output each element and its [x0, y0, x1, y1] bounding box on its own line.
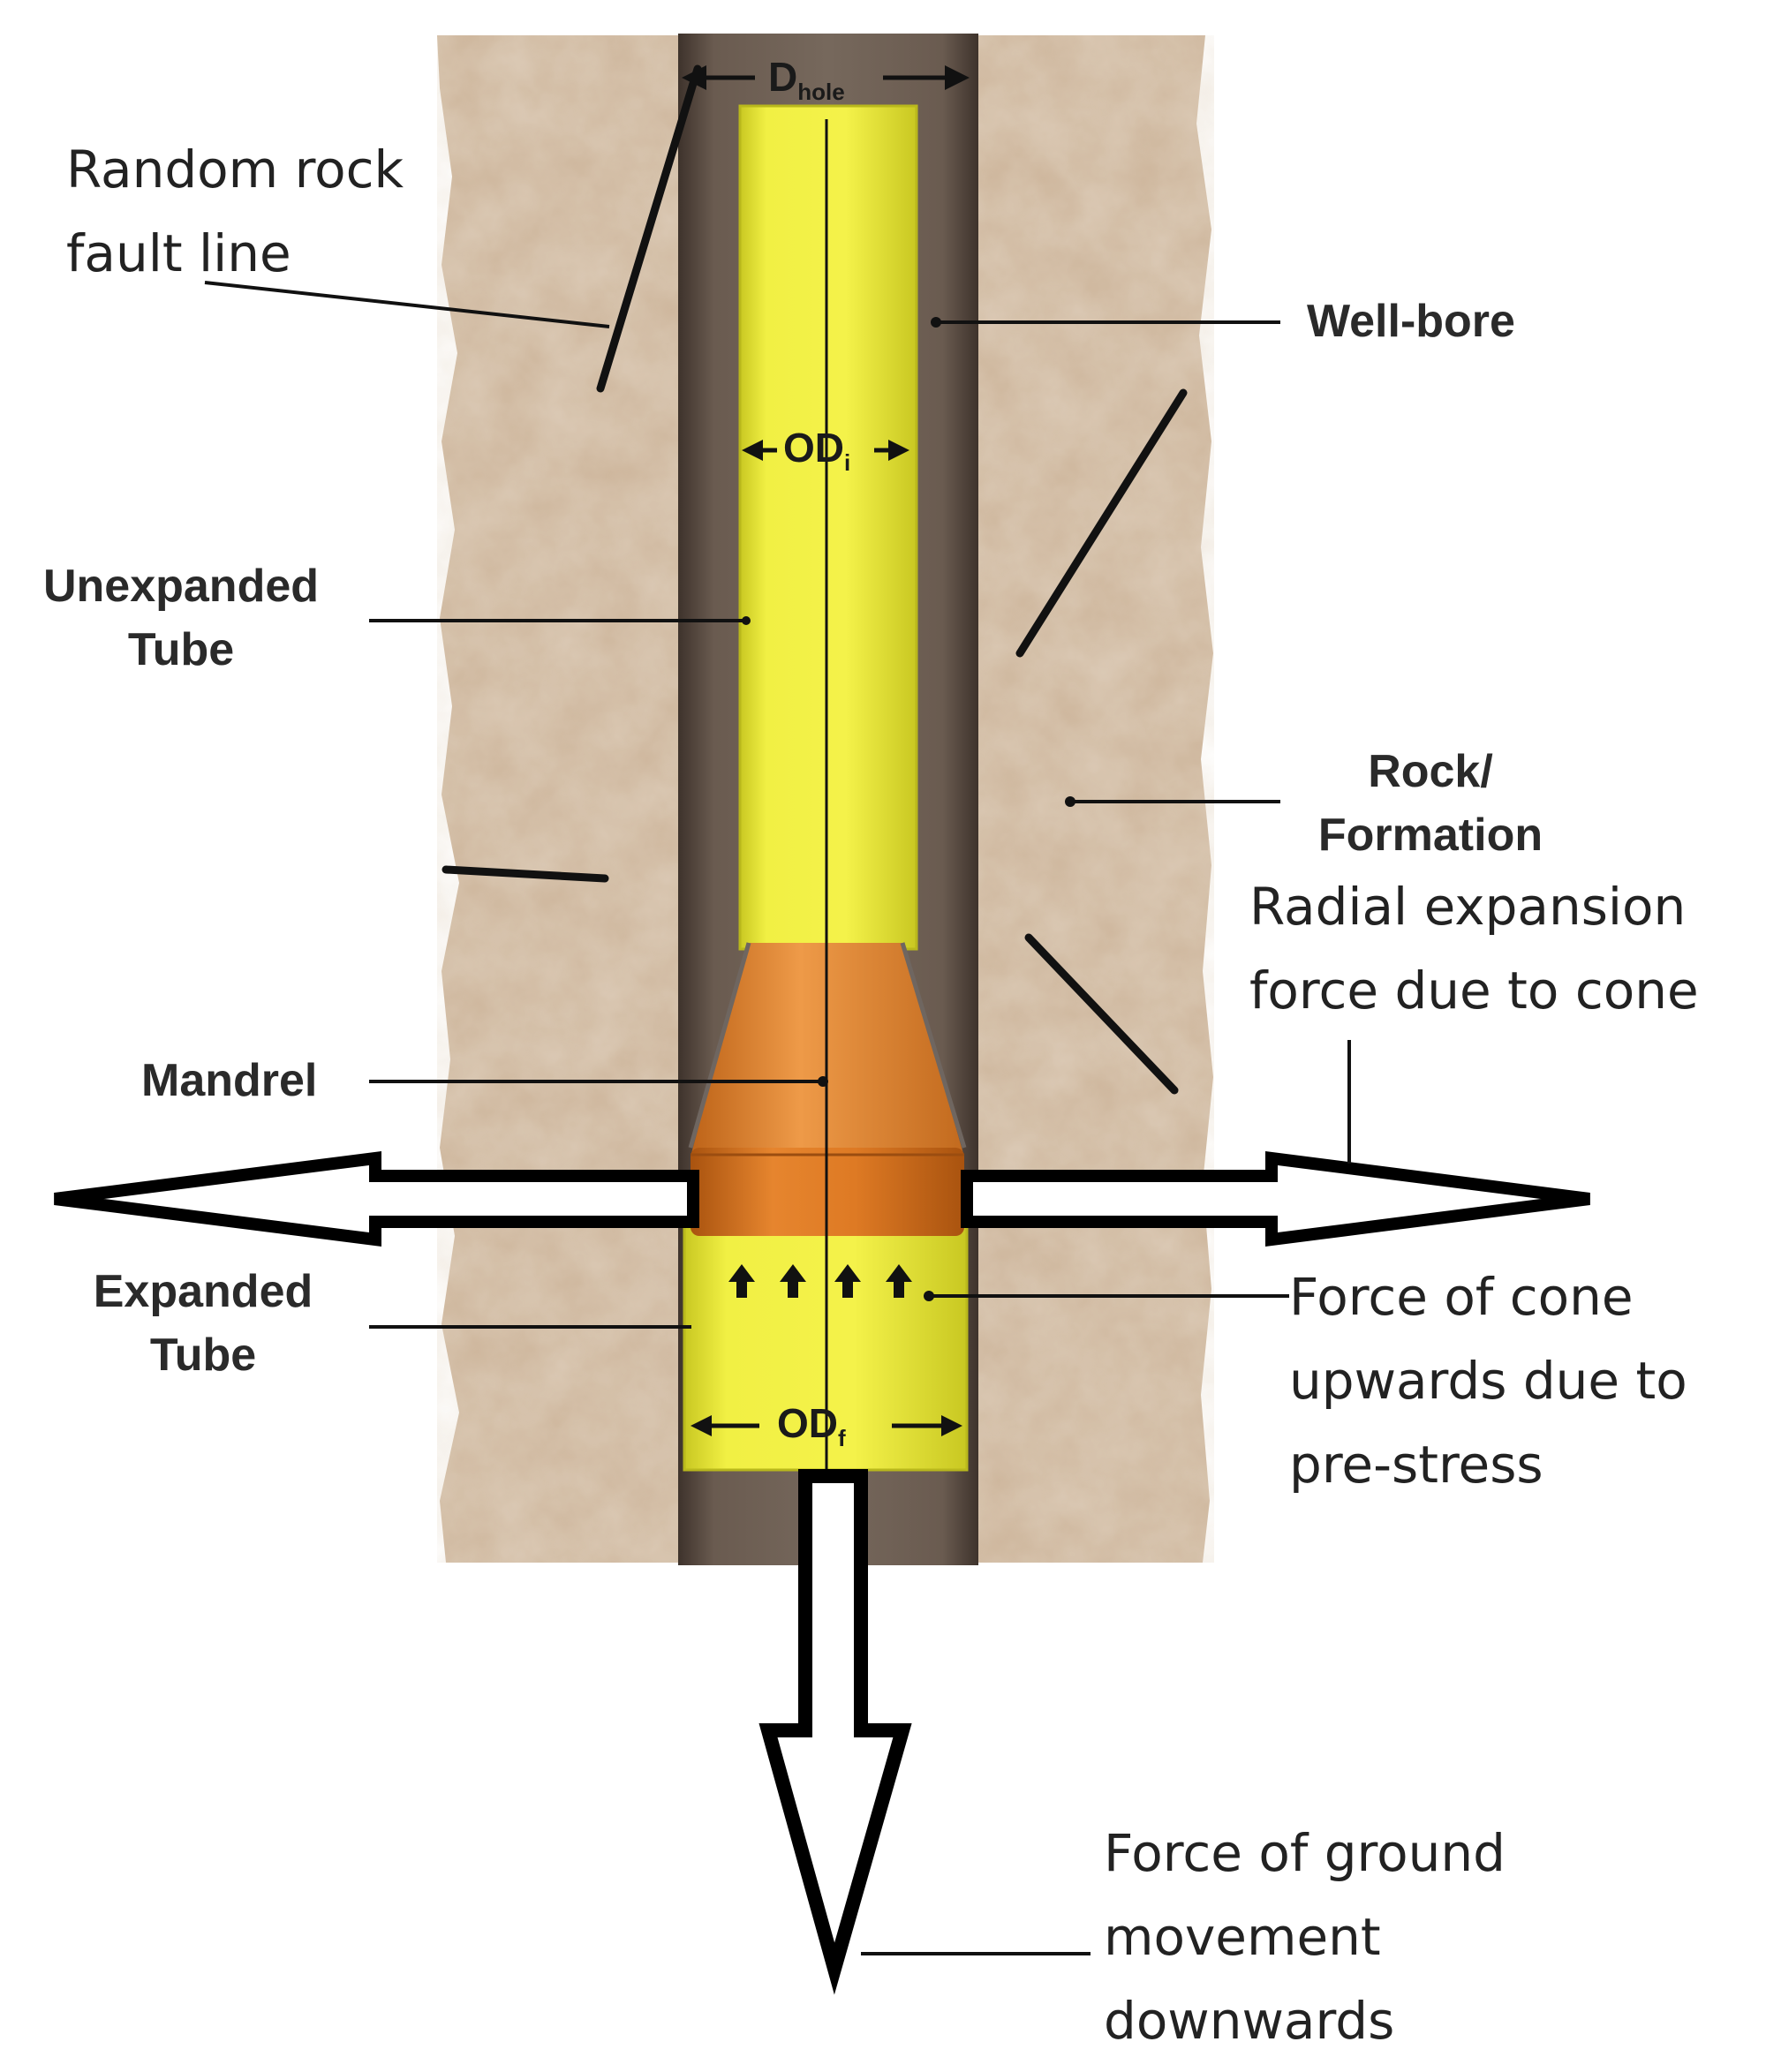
random-rock-fault-line-label: Random rock fault line	[66, 139, 404, 283]
well-bore-label: Well-bore	[1307, 296, 1515, 347]
unexpanded-tube	[738, 104, 918, 951]
radial-arrow-left	[54, 1151, 699, 1247]
fault-lines	[442, 64, 1188, 1095]
od-i-label: ODi	[783, 425, 851, 477]
force-ground-movement-label: Force of ground movement downwards	[1104, 1823, 1506, 2051]
radial-expansion-label: Radial expansion force due to cone	[1249, 877, 1699, 1021]
rock-formation-label: Rock/ Formation	[1317, 746, 1543, 861]
d-hole-dimension	[682, 65, 970, 90]
radial-arrow-right	[961, 1151, 1590, 1247]
force-cone-upwards-label: Force of cone upwards due to pre-stress	[1289, 1267, 1687, 1495]
leader-lines	[204, 281, 1351, 1955]
d-hole-label: Dhole	[768, 54, 845, 106]
upward-force-arrows	[728, 1264, 912, 1298]
unexpanded-tube-label: Unexpanded Tube	[42, 561, 320, 675]
leader-dots	[742, 317, 1075, 1301]
mandrel-label: Mandrel	[141, 1055, 318, 1106]
od-f-dimension	[691, 1415, 962, 1436]
expanded-tube-label: Expanded Tube	[93, 1266, 313, 1381]
od-i-dimension	[742, 440, 909, 461]
od-f-label: ODf	[777, 1400, 846, 1452]
ground-movement-arrow	[758, 1469, 912, 1995]
